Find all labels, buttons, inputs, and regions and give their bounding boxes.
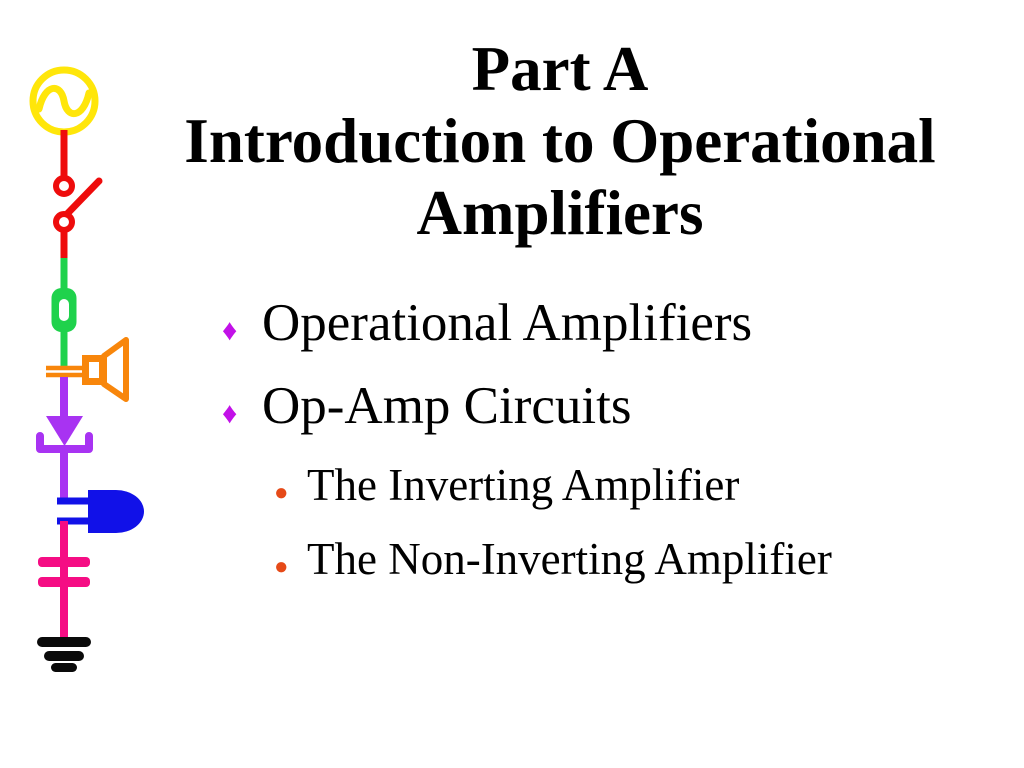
sine-wave-icon — [35, 85, 93, 117]
diamond-bullet-icon: ♦ — [222, 397, 238, 430]
list-item: ♦ Operational Amplifiers — [222, 292, 982, 362]
list-item-label: Operational Amplifiers — [262, 294, 753, 352]
list-item: ● The Inverting Amplifier — [274, 458, 982, 520]
circuit-diagram-graphic — [29, 66, 145, 672]
title-line-2: Introduction to Operational — [184, 106, 936, 176]
list-item-label: The Inverting Amplifier — [307, 460, 740, 510]
resistor-icon — [51, 288, 77, 332]
dot-bullet-icon: ● — [274, 554, 289, 580]
list-item-label: Op-Amp Circuits — [262, 377, 632, 435]
title-line-1: Part A — [471, 34, 649, 104]
title-line-3: Amplifiers — [416, 178, 704, 248]
list-item: ♦ Op-Amp Circuits — [222, 375, 982, 445]
speaker-icon — [46, 337, 129, 402]
led-icon — [57, 490, 145, 533]
capacitor-icon — [38, 557, 90, 587]
open-switch-icon — [53, 175, 103, 261]
list-item-label: The Non-Inverting Amplifier — [307, 534, 832, 584]
bullet-list: ♦ Operational Amplifiers ♦ Op-Amp Circui… — [222, 292, 982, 606]
slide-title: Part A Introduction to Operational Ampli… — [96, 33, 1024, 249]
list-item: ● The Non-Inverting Amplifier — [274, 532, 982, 594]
diamond-bullet-icon: ♦ — [222, 314, 238, 347]
dot-bullet-icon: ● — [274, 480, 289, 506]
ground-icon — [37, 637, 91, 672]
ac-source-icon — [29, 66, 99, 136]
diode-icon — [36, 416, 93, 501]
